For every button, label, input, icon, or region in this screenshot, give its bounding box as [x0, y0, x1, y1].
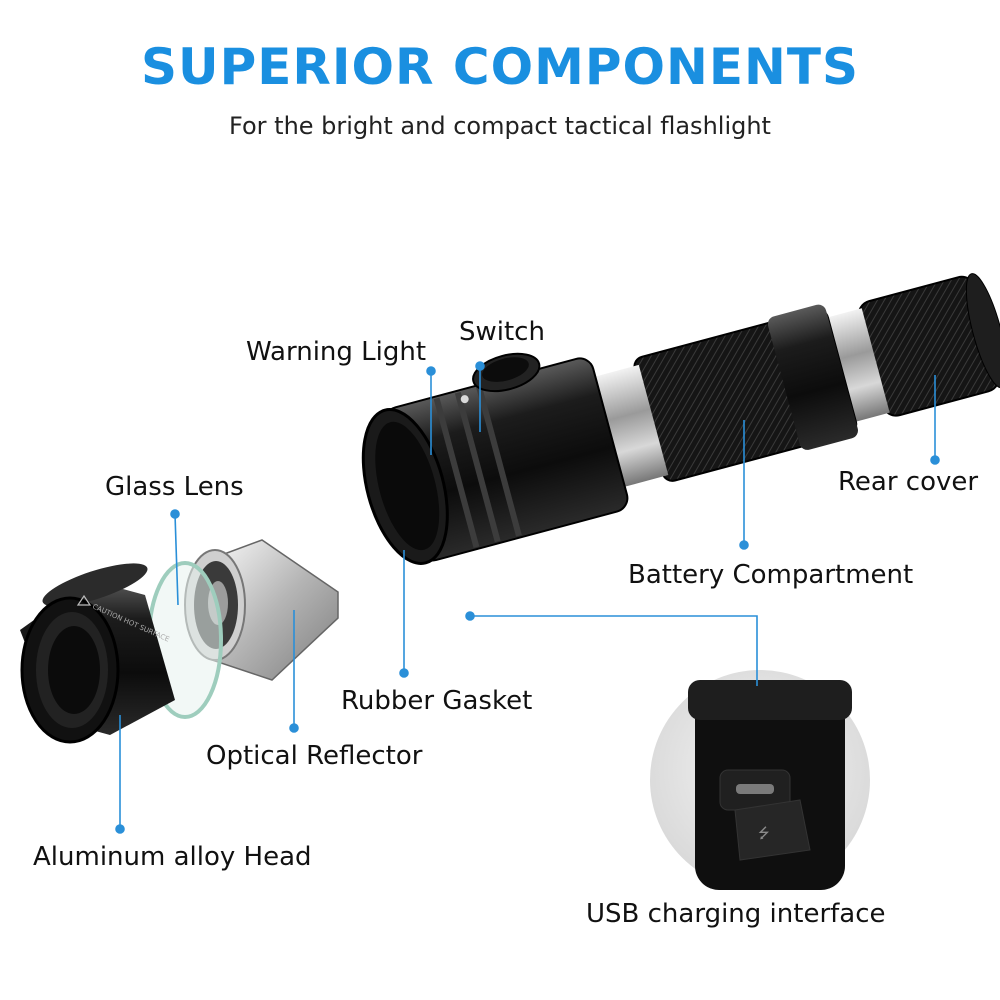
usb-port	[736, 784, 774, 794]
page-title: SUPERIOR COMPONENTS	[141, 38, 859, 96]
page-subtitle: For the bright and compact tactical flas…	[229, 112, 771, 140]
warning-light-part	[460, 395, 469, 404]
label-rubber-gasket: Rubber Gasket	[341, 686, 533, 716]
usb-symbol-icon: ⭍	[758, 826, 770, 842]
leader-lines	[115, 361, 940, 834]
label-warning-light: Warning Light	[246, 337, 427, 367]
label-rear-cover: Rear cover	[838, 467, 979, 497]
label-optical-reflector: Optical Reflector	[206, 741, 423, 771]
label-aluminum-head: Aluminum alloy Head	[33, 842, 312, 872]
label-usb-interface: USB charging interface	[586, 899, 886, 929]
label-battery-compartment: Battery Compartment	[628, 560, 914, 590]
usb-closeup: ⭍	[650, 670, 870, 890]
label-glass-lens: Glass Lens	[105, 472, 244, 502]
label-switch: Switch	[459, 317, 545, 347]
aluminum-head-part: CAUTION HOT SURFACE	[20, 563, 175, 744]
